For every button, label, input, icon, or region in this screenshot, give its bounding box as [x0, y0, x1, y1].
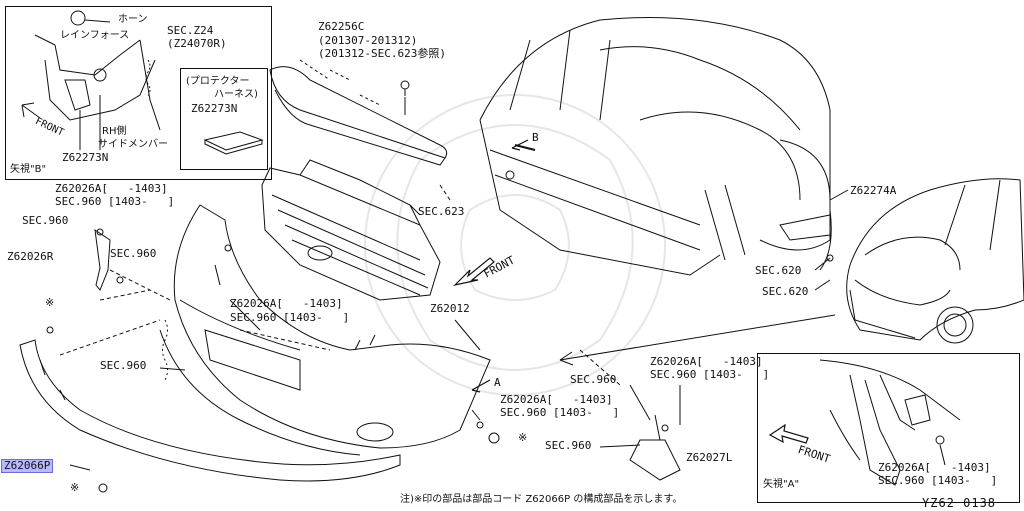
- label-inset-a-clip-sec[interactable]: SEC.960 [1403- ]: [878, 474, 998, 487]
- label-horn: ホーン: [118, 14, 148, 25]
- footnote: 注)※印の部品は部品コード Z62066P の構成部品を示します。: [400, 494, 683, 505]
- label-sec-620-b[interactable]: SEC.620: [762, 285, 809, 298]
- label-reinforce: レインフォース: [60, 30, 130, 41]
- label-arrow-b: B: [532, 131, 539, 144]
- left-bracket: [94, 228, 111, 291]
- page-code: YZ62 0138: [922, 496, 997, 510]
- label-sec-960-lower[interactable]: SEC.960: [545, 439, 592, 452]
- watermark: [364, 94, 666, 396]
- right-bracket: [629, 414, 681, 481]
- overview-pointer: [559, 314, 836, 366]
- star-mark-lower: ※: [70, 481, 80, 494]
- inset-b-box: [5, 6, 272, 180]
- label-arrow-a: A: [494, 376, 501, 389]
- label-z62256c-range-2: (201312-SEC.623参照): [318, 47, 446, 60]
- inset-a-drawing: [819, 359, 961, 486]
- label-sec-620-a[interactable]: SEC.620: [755, 264, 802, 277]
- label-grille-clip-sec[interactable]: SEC.960 [1403- ]: [230, 311, 350, 324]
- label-sec-z24[interactable]: SEC.Z24: [167, 24, 214, 37]
- car-thumbnail: [846, 178, 1024, 344]
- label-z62066p[interactable]: Z62066P: [1, 459, 54, 473]
- label-view-b: 矢視"B": [10, 164, 47, 175]
- label-grille-clip-code[interactable]: Z62026A[ -1403]: [230, 297, 343, 310]
- hardware-clips: [46, 80, 945, 493]
- label-sec-960-bracket[interactable]: SEC.960: [570, 373, 617, 386]
- label-bumper-clip-sec[interactable]: SEC.960 [1403- ]: [500, 406, 620, 419]
- protector-line-2: ハーネス): [214, 89, 258, 100]
- inset-b-drawing: [21, 10, 161, 150]
- label-z24070r[interactable]: (Z24070R): [167, 37, 227, 50]
- front-arrows: [453, 139, 809, 444]
- protector-line-1: (プロテクター: [186, 76, 250, 87]
- star-mark-bumper: ※: [518, 431, 528, 444]
- label-inset-a-clip-code[interactable]: Z62026A[ -1403]: [878, 461, 991, 474]
- label-sec-960-mid[interactable]: SEC.960: [110, 247, 157, 260]
- label-left-clip-sec[interactable]: SEC.960 [1403- ]: [55, 195, 175, 208]
- protector-pad: [203, 131, 264, 155]
- label-z62256c-range-1: (201307-201312): [318, 34, 418, 47]
- label-z62273n-inset[interactable]: Z62273N: [62, 151, 109, 164]
- inset-a-box: [757, 353, 1020, 503]
- label-z62274a[interactable]: Z62274A: [850, 184, 897, 197]
- fender-bracket: [779, 214, 831, 241]
- protector-code[interactable]: Z62273N: [191, 102, 238, 115]
- label-view-a: 矢視"A": [763, 479, 800, 490]
- label-left-clip-code[interactable]: Z62026A[ -1403]: [55, 182, 168, 195]
- protector-note-box: [180, 68, 268, 170]
- label-rh-side: RH側: [102, 126, 127, 137]
- star-mark-left-clip: ※: [45, 296, 55, 309]
- label-side-member: サイドメンバー: [98, 139, 168, 150]
- label-bracket-clip-sec[interactable]: SEC.960 [1403- ]: [650, 368, 770, 381]
- lower-lip-spoiler: [19, 339, 401, 482]
- vehicle-front-structure: [479, 17, 832, 276]
- label-sec-623[interactable]: SEC.623: [418, 205, 465, 218]
- label-bumper-clip-code[interactable]: Z62026A[ -1403]: [500, 393, 613, 406]
- label-z62026r[interactable]: Z62026R: [7, 250, 54, 263]
- label-sec-960-bumper[interactable]: SEC.960: [100, 359, 147, 372]
- label-z62256c[interactable]: Z62256C: [318, 20, 365, 33]
- front-bumper-fascia: [159, 204, 491, 456]
- upper-grille-cover: [269, 59, 448, 166]
- radiator-grille: [261, 159, 441, 301]
- callout-lines: [69, 97, 946, 471]
- label-sec-960-left[interactable]: SEC.960: [22, 214, 69, 227]
- label-z62027l[interactable]: Z62027L: [686, 451, 733, 464]
- label-z62012[interactable]: Z62012: [430, 302, 470, 315]
- label-bracket-clip-code[interactable]: Z62026A[ -1403]: [650, 355, 763, 368]
